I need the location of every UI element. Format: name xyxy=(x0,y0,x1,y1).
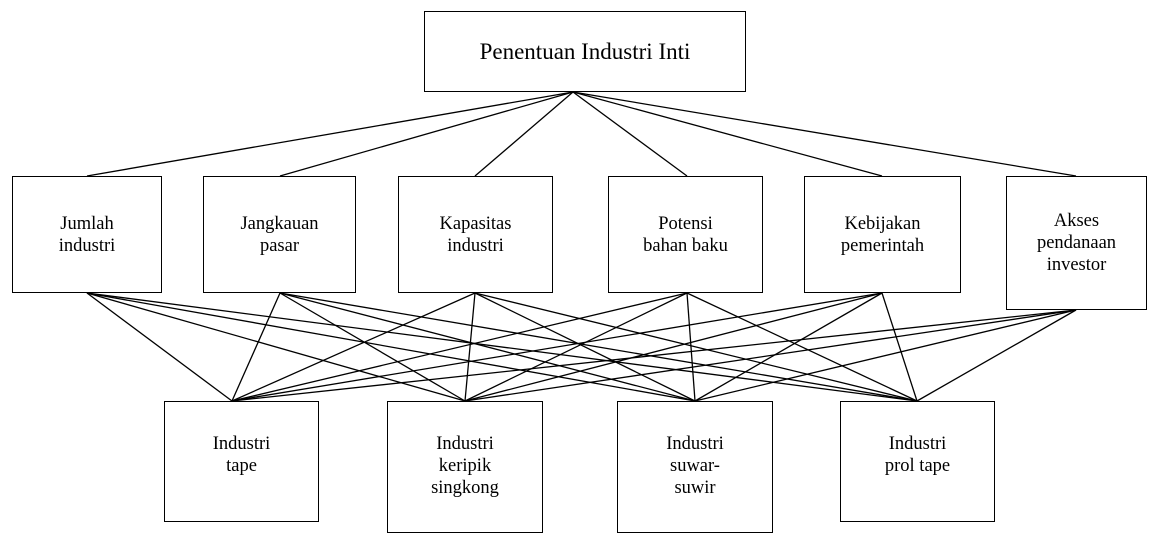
alternative-label: suwir xyxy=(674,478,716,498)
criterion-label: industri xyxy=(447,235,504,256)
criterion-alternative-link xyxy=(279,292,918,402)
criterion-label: Jumlah xyxy=(60,213,114,234)
criterion-alternative-link xyxy=(464,292,476,402)
criterion-jumlah-industri: Jumlah industri xyxy=(12,176,162,293)
goal-criterion-link xyxy=(279,91,574,177)
criterion-alternative-link xyxy=(464,292,688,402)
goal-criterion-link xyxy=(572,91,1077,177)
criterion-alternative-link xyxy=(231,292,688,402)
alternative-label: Industri xyxy=(212,434,271,454)
alternative-industri-prol-tape: Industri prol tape xyxy=(840,401,995,522)
criterion-alternative-link xyxy=(279,292,466,402)
criterion-label: Kebijakan xyxy=(844,213,921,234)
alternative-label: Industri xyxy=(436,434,494,454)
alternative-label: Industri xyxy=(888,434,947,454)
criterion-alternative-link xyxy=(916,309,1077,402)
alternative-industri-keripik-singkong: Industri keripik singkong xyxy=(387,401,543,533)
criterion-potensi-bahan-baku: Potensi bahan baku xyxy=(608,176,763,293)
criterion-alternative-link xyxy=(231,292,281,402)
criterion-alternative-link xyxy=(474,292,918,402)
criterion-label: investor xyxy=(1046,255,1107,275)
criterion-alternative-link xyxy=(86,292,918,402)
criterion-alternative-link xyxy=(686,292,918,402)
alternative-label: tape xyxy=(226,456,257,476)
criterion-label: Akses xyxy=(1053,211,1100,231)
criterion-alternative-link xyxy=(231,292,883,402)
criterion-label: Kapasitas xyxy=(439,213,512,234)
criterion-alternative-link xyxy=(464,309,1077,402)
criterion-label: industri xyxy=(58,235,116,256)
goal-criterion-link xyxy=(86,91,574,177)
alternative-label: prol tape xyxy=(884,456,951,476)
criterion-label: pasar xyxy=(259,235,300,256)
criterion-alternative-link xyxy=(231,309,1077,402)
alternative-label: singkong xyxy=(431,478,499,498)
alternative-industri-tape: Industri tape xyxy=(164,401,319,522)
alternative-industri-suwar-suwir: Industri suwar- suwir xyxy=(617,401,773,533)
criterion-akses-pendanaan-investor: Akses pendanaan investor xyxy=(1006,176,1147,310)
criterion-label: Jangkauan xyxy=(240,213,319,234)
criterion-alternative-link xyxy=(279,292,696,402)
criterion-alternative-link xyxy=(694,292,883,402)
criterion-alternative-link xyxy=(86,292,466,402)
criterion-label: pemerintah xyxy=(840,235,925,256)
criterion-label: pendanaan xyxy=(1036,233,1117,253)
goal-criterion-link xyxy=(572,91,688,177)
alternative-label: keripik xyxy=(438,456,492,476)
criterion-label: bahan baku xyxy=(643,235,728,256)
alternative-label: Industri xyxy=(666,434,724,454)
goal-criterion-link xyxy=(474,91,574,177)
criterion-alternative-link xyxy=(231,292,476,402)
criterion-alternative-link xyxy=(86,292,233,402)
criterion-label: Potensi xyxy=(658,213,713,234)
criterion-alternative-link xyxy=(474,292,696,402)
criterion-kebijakan-pemerintah: Kebijakan pemerintah xyxy=(804,176,961,293)
criterion-alternative-link xyxy=(686,292,696,402)
goal-label: Penentuan Industri Inti xyxy=(479,38,691,64)
criterion-alternative-link xyxy=(694,309,1077,402)
criterion-alternative-link xyxy=(86,292,696,402)
criterion-jangkauan-pasar: Jangkauan pasar xyxy=(203,176,356,293)
goal-node: Penentuan Industri Inti xyxy=(424,11,746,92)
criterion-alternative-link xyxy=(464,292,883,402)
goal-criterion-link xyxy=(572,91,883,177)
criterion-alternative-link xyxy=(881,292,918,402)
alternative-label: suwar- xyxy=(670,456,720,476)
criterion-kapasitas-industri: Kapasitas industri xyxy=(398,176,553,293)
